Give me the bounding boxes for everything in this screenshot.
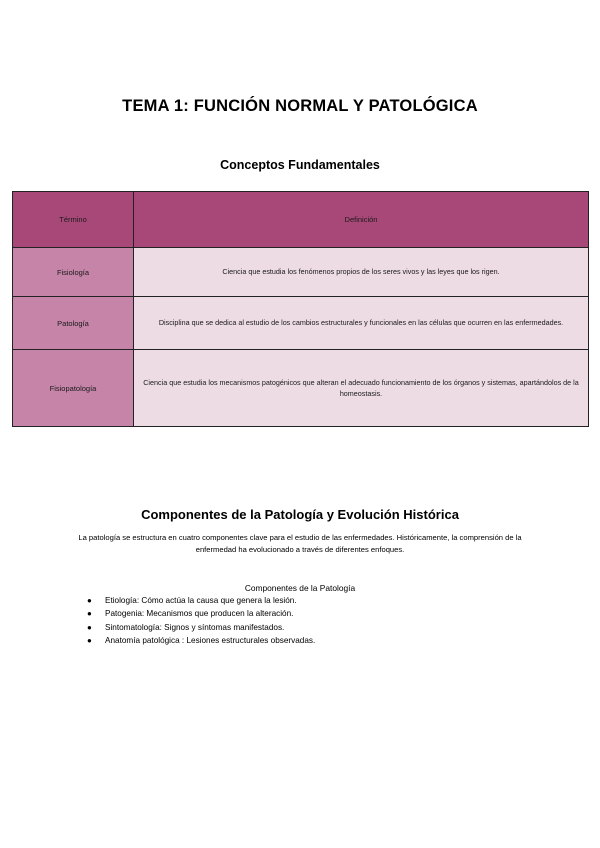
conceptos-table: Término Definición Fisiología Ciencia qu…	[12, 191, 589, 427]
list-heading-componentes: Componentes de la Patología	[244, 583, 356, 593]
list-item-label: Anatomía patológica : Lesiones estructur…	[105, 635, 316, 645]
list-item: ● Anatomía patológica : Lesiones estruct…	[87, 634, 316, 647]
list-item-label: Etiología: Cómo actúa la causa que gener…	[105, 596, 297, 605]
table-cell-definition: Ciencia que estudia los fenómenos propio…	[133, 247, 589, 297]
bullet-icon: ●	[87, 635, 92, 645]
page-title: TEMA 1: FUNCIÓN NORMAL Y PATOLÓGICA	[122, 97, 478, 116]
list-item: ● Sintomatología: Signos y síntomas mani…	[87, 621, 315, 634]
components-paragraph: La patología se estructura en cuatro com…	[78, 532, 522, 554]
table-header-row: Término Definición	[12, 191, 589, 248]
table-cell-term: Fisiopatología	[12, 349, 134, 427]
bullet-icon: ●	[87, 609, 92, 619]
table-cell-definition: Ciencia que estudia los mecanismos patog…	[133, 349, 589, 427]
table-row: Patología Disciplina que se dedica al es…	[12, 296, 589, 350]
table-header-definicion: Definición	[133, 191, 589, 248]
list-item-label: Sintomatología: Signos y síntomas manife…	[105, 622, 285, 632]
table-cell-definition: Disciplina que se dedica al estudio de l…	[133, 296, 589, 350]
bullet-icon: ●	[87, 622, 92, 632]
table-cell-term: Patología	[12, 296, 134, 350]
section-heading-componentes: Componentes de la Patología y Evolución …	[141, 506, 459, 522]
list-item: ● Etiología: Cómo actúa la causa que gen…	[87, 594, 315, 607]
componentes-list: ● Etiología: Cómo actúa la causa que gen…	[87, 594, 316, 647]
table-cell-term: Fisiología	[12, 247, 134, 297]
table-row: Fisiología Ciencia que estudia los fenóm…	[12, 247, 589, 297]
table-header-termino: Término	[12, 191, 134, 248]
list-item: ● Patogenia: Mecanismos que producen la …	[87, 607, 315, 620]
section-heading-conceptos: Conceptos Fundamentales	[220, 158, 380, 172]
list-item-label: Patogenia: Mecanismos que producen la al…	[105, 609, 294, 619]
table-row: Fisiopatología Ciencia que estudia los m…	[12, 349, 589, 427]
bullet-icon: ●	[87, 596, 92, 605]
